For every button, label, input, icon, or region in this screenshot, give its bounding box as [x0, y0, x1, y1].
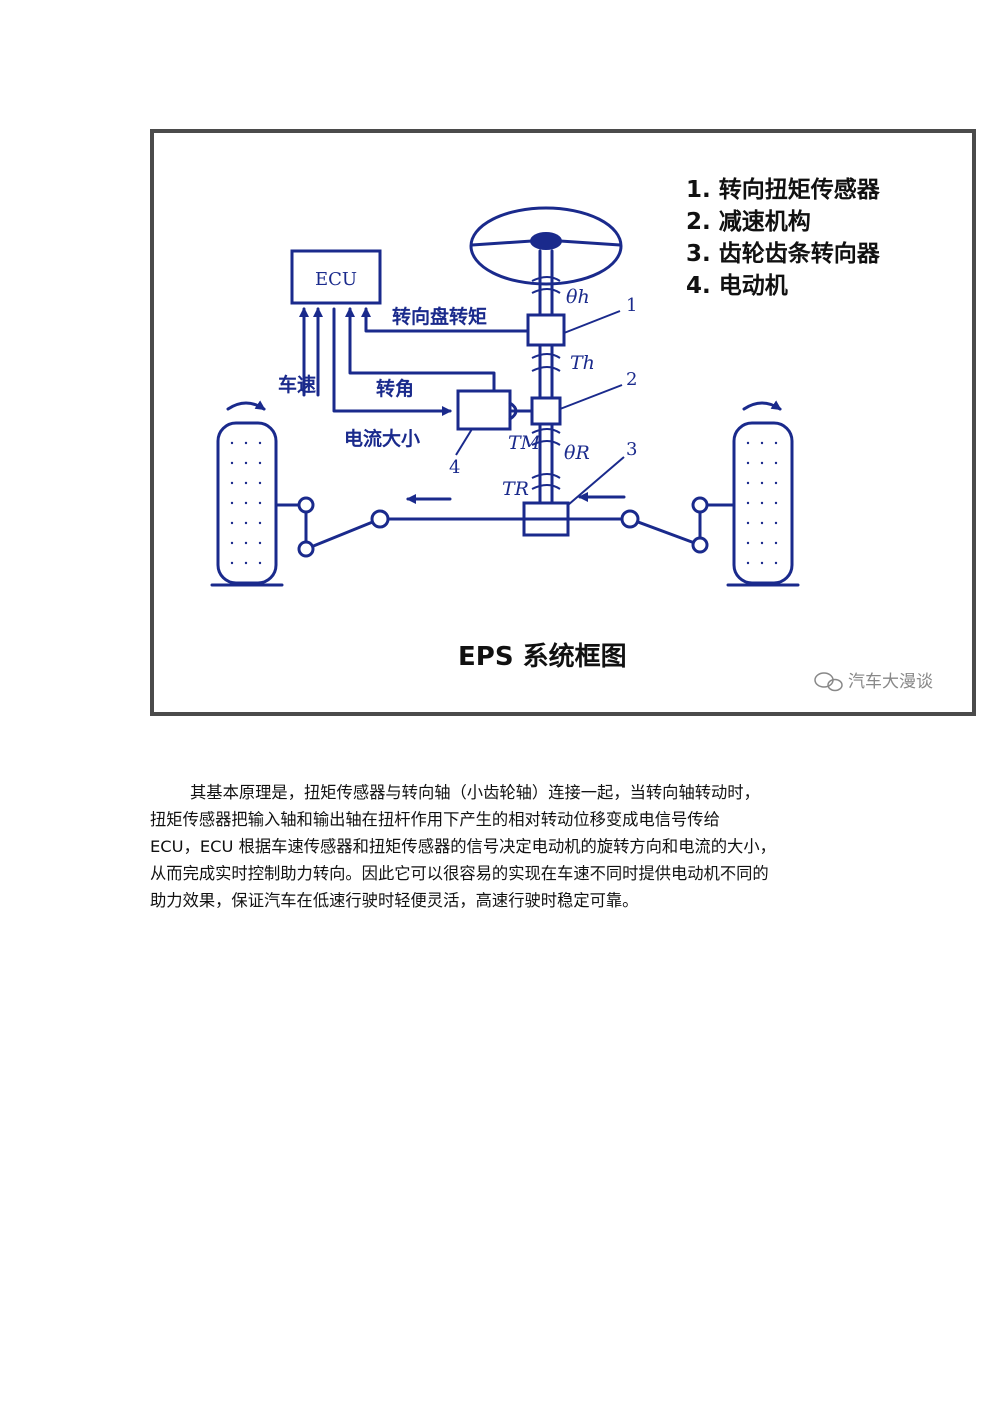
watermark-text: 汽车大漫谈	[848, 672, 933, 692]
wechat-icon	[814, 672, 843, 692]
body-line: 扭矩传感器把输入轴和输出轴在扭杆作用下产生的相对转动位移变成电信号传给	[150, 810, 720, 829]
callout-2: 2	[626, 369, 637, 390]
vehicle-speed-label: 车速	[278, 373, 316, 396]
t-h-label: Th	[570, 352, 595, 374]
torque-sensor	[526, 313, 566, 347]
current-label: 电流大小	[344, 427, 420, 450]
ecu-box: ECU	[290, 249, 382, 305]
number-callouts	[455, 310, 625, 506]
body-line: ECU，ECU 根据车速传感器和扭矩传感器的信号决定电动机的旋转方向和电流的大小…	[150, 837, 776, 856]
left-wheel	[210, 400, 315, 587]
ecu-label: ECU	[315, 269, 357, 290]
steering-rack	[304, 492, 702, 551]
reduction-mechanism	[530, 396, 562, 426]
legend-item-3: 3. 齿轮齿条转向器	[686, 240, 881, 267]
steering-column	[531, 249, 561, 507]
eps-system-diagram: 1. 转向扭矩传感器 2. 减速机构 3. 齿轮齿条转向器 4. 电动机	[210, 176, 933, 692]
legend-item-1: 1. 转向扭矩传感器	[686, 176, 881, 203]
steering-angle-label: 转角	[376, 377, 414, 400]
legend-item-2: 2. 减速机构	[686, 208, 811, 235]
body-line: 从而完成实时控制助力转向。因此它可以很容易的实现在车速不同时提供电动机不同的	[150, 864, 769, 883]
body-line: 助力效果，保证汽车在低速行驶时轻便灵活，高速行驶时稳定可靠。	[150, 891, 639, 910]
steering-wheel	[469, 206, 623, 286]
electric-motor	[456, 389, 534, 431]
theta-h-label: θh	[566, 286, 590, 308]
callout-1: 1	[626, 295, 637, 316]
figure-caption: EPS 系统框图	[458, 641, 627, 672]
theta-r-label: θR	[564, 442, 590, 464]
legend-item-4: 4. 电动机	[686, 273, 788, 299]
t-m-label: TM	[508, 432, 541, 454]
callout-4: 4	[449, 457, 460, 478]
body-paragraph: 其基本原理是，扭矩传感器与转向轴（小齿轮轴）连接一起，当转向轴转动时， 扭矩传感…	[150, 779, 850, 914]
callout-3: 3	[626, 439, 637, 460]
body-line: 其基本原理是，扭矩传感器与转向轴（小齿轮轴）连接一起，当转向轴转动时，	[190, 783, 760, 802]
t-r-label: TR	[502, 478, 529, 500]
eps-figure: 1. 转向扭矩传感器 2. 减速机构 3. 齿轮齿条转向器 4. 电动机	[150, 129, 976, 716]
right-wheel	[691, 400, 800, 587]
signal-lines	[299, 307, 530, 416]
steering-torque-label: 转向盘转矩	[392, 305, 487, 328]
